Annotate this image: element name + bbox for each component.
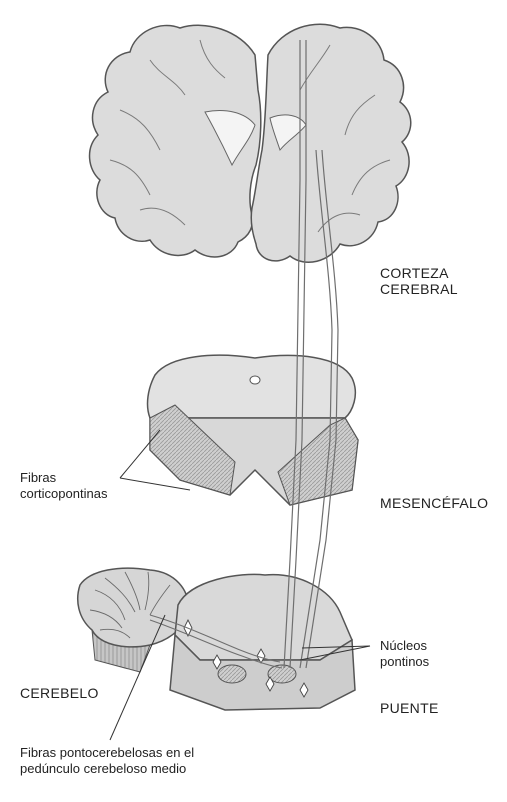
label-fibras-pontocerebelosas: Fibras pontocerebelosas en el pedúnculo … <box>20 745 194 777</box>
pontine-nuclei <box>183 618 309 698</box>
label-corteza-cerebral: CORTEZA CEREBRAL <box>380 265 458 297</box>
label-nucleos-line1: Núcleos <box>380 638 427 653</box>
label-nucleos-line2: pontinos <box>380 654 430 669</box>
corticopontine-fibers <box>283 40 339 669</box>
cerebral-aqueduct <box>249 375 261 385</box>
label-corticopontinas-line1: Fibras <box>20 470 57 485</box>
pons-base <box>169 633 356 711</box>
label-fibras-corticopontinas: Fibras corticopontinas <box>20 470 107 502</box>
label-nucleos-pontinos: Núcleos pontinos <box>380 638 429 670</box>
cerebral-cortex-section <box>88 23 412 263</box>
cortical-sulci <box>109 39 391 233</box>
lateral-ventricle-right <box>269 114 307 152</box>
pontocerebellar-fibers <box>149 614 283 669</box>
label-corteza-line1: CORTEZA <box>380 265 449 281</box>
cerebellar-folia <box>89 571 171 639</box>
left-cerebral-peduncle <box>149 404 236 496</box>
cerebellum-section <box>77 567 189 673</box>
label-pontocerebelosas-line1: Fibras pontocerebelosas en el <box>20 745 195 760</box>
pontine-tract-left <box>217 664 247 684</box>
right-hemisphere-shape <box>250 23 412 263</box>
label-cerebelo: CEREBELO <box>20 685 99 701</box>
pons-top-shape <box>174 573 353 661</box>
label-corticopontinas-line2: corticopontinas <box>20 486 108 501</box>
label-pontocerebelosas-line2: pedúnculo cerebeloso medio <box>20 761 187 776</box>
lateral-ventricle-left <box>204 110 256 167</box>
label-mesencefalo: MESENCÉFALO <box>380 495 489 511</box>
pons-section <box>169 573 356 711</box>
midbrain-section <box>146 354 359 506</box>
label-puente: PUENTE <box>380 700 439 716</box>
leader-lines <box>109 429 371 741</box>
pontine-tract-right <box>267 664 297 684</box>
label-corteza-line2: CEREBRAL <box>380 281 458 297</box>
